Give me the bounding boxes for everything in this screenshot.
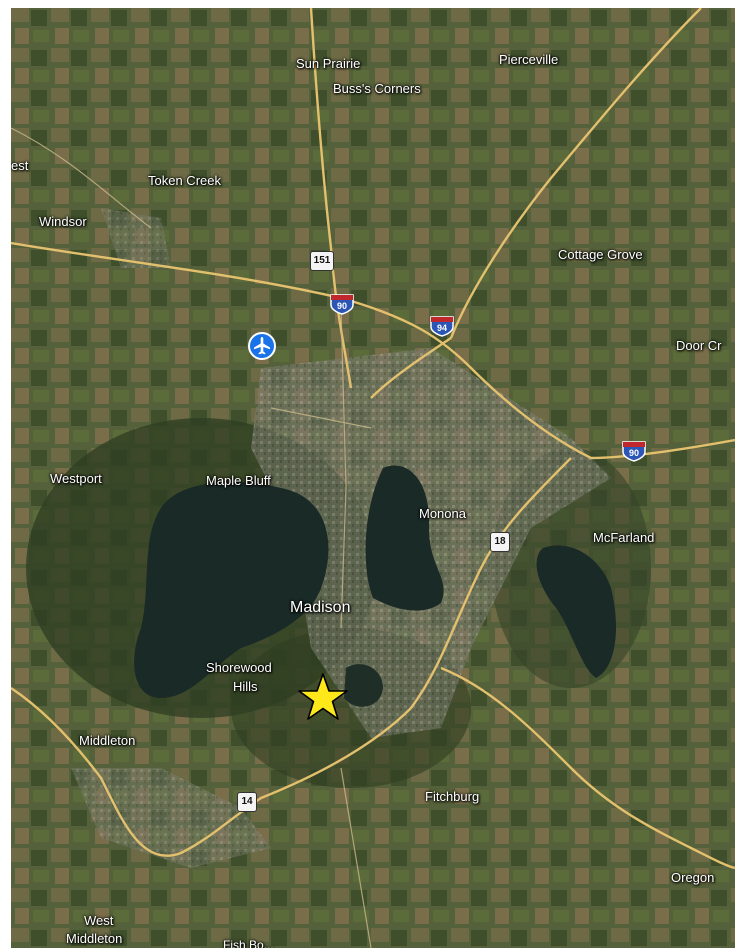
lake-waubesa: [536, 545, 616, 678]
label-shorewood-hills-1: Shorewood: [206, 660, 272, 675]
label-shorewood-hills-2: Hills: [233, 679, 258, 694]
label-oregon: Oregon: [671, 870, 715, 885]
interstate-90-shield-east: 90: [621, 440, 647, 462]
label-windsor: Windsor: [39, 214, 87, 229]
label-west-middleton-2: Middleton: [66, 931, 123, 946]
label-west-middleton-1: West: [84, 913, 114, 928]
us-18-shield: 18: [490, 532, 510, 552]
label-maple-bluff: Maple Bluff: [206, 473, 271, 488]
lake-wingra: [344, 664, 383, 707]
label-door-creek: Door Cr: [676, 338, 722, 353]
satellite-map[interactable]: Sun Prairie Buss's Corners Pierceville e…: [11, 8, 735, 948]
label-pierceville: Pierceville: [499, 52, 559, 67]
us-14-shield: 14: [237, 792, 257, 812]
location-star-marker[interactable]: [298, 672, 348, 722]
label-mcfarland: McFarland: [593, 530, 655, 545]
interstate-90-shield-north: 90: [329, 293, 355, 315]
label-token-creek: Token Creek: [148, 173, 221, 188]
label-fitchburg: Fitchburg: [425, 789, 480, 804]
label-cottage-grove: Cottage Grove: [558, 247, 643, 262]
lake-monona: [365, 465, 444, 611]
label-middleton: Middleton: [79, 733, 136, 748]
label-monona: Monona: [419, 506, 466, 521]
us-151-shield: 151: [310, 251, 334, 271]
label-fish-bottom-partial: Fish Bo...: [223, 938, 274, 948]
label-westport-edge: est: [11, 158, 29, 173]
label-buss-corners: Buss's Corners: [333, 81, 421, 96]
label-westport: Westport: [50, 471, 102, 486]
airplane-icon: [254, 337, 270, 355]
label-madison: Madison: [290, 599, 351, 616]
map-terrain: [11, 8, 735, 948]
lake-mendota: [134, 482, 329, 698]
airport-marker[interactable]: [248, 332, 276, 360]
label-sun-prairie: Sun Prairie: [296, 56, 361, 71]
interstate-94-shield: 94: [429, 315, 455, 337]
star-icon: [298, 673, 348, 720]
